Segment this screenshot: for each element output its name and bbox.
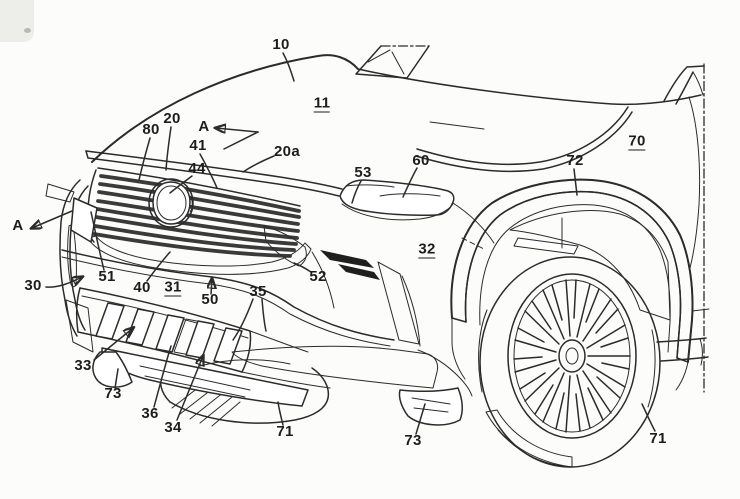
emblem-halo xyxy=(148,178,194,228)
ref-label-31: 31 xyxy=(164,278,182,297)
rocker-panel xyxy=(656,308,710,391)
wheel-spokes xyxy=(513,279,631,433)
ref-label-40: 40 xyxy=(133,279,151,296)
emblem xyxy=(152,181,191,225)
leader-lines xyxy=(32,52,656,435)
grille xyxy=(87,167,312,275)
ref-label-51: 51 xyxy=(98,268,116,285)
fender xyxy=(415,96,701,269)
tire xyxy=(479,256,661,468)
ref-label-30: 30 xyxy=(24,277,42,294)
ref-label-52: 52 xyxy=(309,268,327,285)
ref-label-71-right: 71 xyxy=(649,430,667,447)
section-label-a-left: A xyxy=(12,217,24,234)
wheel-rim xyxy=(507,273,637,439)
ref-label-36: 36 xyxy=(141,405,159,422)
headlight xyxy=(339,179,455,221)
ref-label-60: 60 xyxy=(412,152,430,169)
ref-label-71-left: 71 xyxy=(276,423,294,440)
ref-label-35: 35 xyxy=(249,283,267,300)
ref-label-70: 70 xyxy=(628,132,646,151)
corner-trim-51 xyxy=(70,197,98,243)
ref-label-34: 34 xyxy=(164,419,182,436)
scan-artifact-dot xyxy=(24,28,31,33)
ref-label-73-right: 73 xyxy=(404,432,422,449)
ref-label-20a: 20a xyxy=(274,143,300,160)
air-curtain-vent xyxy=(311,250,421,347)
ref-label-10: 10 xyxy=(272,36,290,53)
ref-label-11: 11 xyxy=(313,94,331,113)
wheel-hub xyxy=(558,339,586,373)
ref-label-33: 33 xyxy=(74,357,92,374)
ref-label-41: 41 xyxy=(189,137,207,154)
ref-label-73-left: 73 xyxy=(104,385,122,402)
section-label-a-top: A xyxy=(198,118,210,135)
ref-label-20: 20 xyxy=(163,110,181,127)
scan-artifact-patch xyxy=(0,0,34,42)
ref-label-80: 80 xyxy=(142,121,160,138)
ref-label-53: 53 xyxy=(354,164,372,181)
ref-label-44: 44 xyxy=(188,160,206,177)
hood-and-cowl xyxy=(85,45,705,393)
ref-label-50: 50 xyxy=(201,291,219,308)
ref-label-72: 72 xyxy=(566,152,584,169)
wheel-assembly xyxy=(450,178,694,468)
ref-label-32: 32 xyxy=(418,240,436,259)
under-bumper xyxy=(92,347,463,427)
